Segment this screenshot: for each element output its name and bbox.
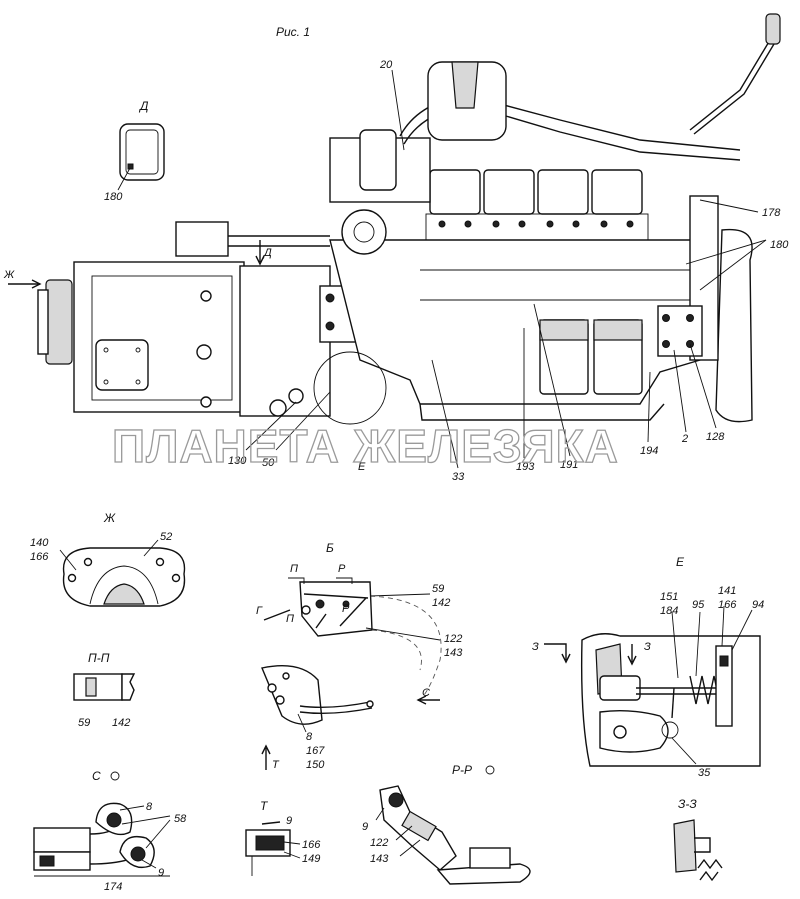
svg-text:20: 20: [379, 59, 393, 71]
svg-text:З-З: З-З: [678, 797, 697, 811]
fan-shroud: [715, 228, 753, 423]
svg-text:С: С: [422, 687, 430, 699]
svg-text:150: 150: [306, 759, 325, 771]
svg-text:180: 180: [104, 191, 123, 203]
dipstick-handle: [765, 13, 781, 45]
view-e: Е З З 151 184 95 141 166 94 35: [532, 555, 764, 779]
view-zz: З-З: [673, 797, 723, 882]
svg-text:180: 180: [770, 239, 789, 251]
svg-text:Т: Т: [260, 799, 269, 813]
view-d: Д 180: [104, 99, 165, 203]
svg-text:166: 166: [302, 839, 321, 851]
figure-title: Рис. 1: [276, 25, 310, 39]
svg-text:Д: Д: [138, 99, 149, 113]
svg-text:141: 141: [718, 585, 736, 597]
svg-text:33: 33: [452, 471, 465, 483]
svg-text:П: П: [286, 613, 294, 625]
svg-text:128: 128: [706, 431, 725, 443]
svg-text:Ж: Ж: [103, 511, 116, 525]
svg-text:Ж: Ж: [3, 269, 15, 281]
fuel-filters: [539, 319, 643, 395]
engine-mount-front: [657, 305, 703, 357]
svg-text:Г: Г: [256, 605, 263, 617]
cylinder-heads: [425, 169, 649, 241]
svg-text:184: 184: [660, 605, 678, 617]
gearbox-cover: [95, 339, 149, 391]
svg-text:8: 8: [146, 801, 153, 813]
gearbox-top-cover: [175, 221, 229, 257]
view-c: С 8 58 9 174: [33, 769, 187, 893]
svg-text:9: 9: [158, 867, 164, 879]
detail-e-callout: [313, 351, 387, 425]
svg-text:95: 95: [692, 599, 705, 611]
view-t: Т 9 166 149: [245, 799, 321, 876]
main-engine-view: Ж: [3, 13, 789, 483]
svg-text:Е: Е: [676, 555, 685, 569]
view-zh: Ж 140 166 52: [30, 511, 186, 607]
svg-text:149: 149: [302, 853, 320, 865]
svg-text:122: 122: [444, 633, 462, 645]
svg-text:59: 59: [78, 717, 90, 729]
svg-text:Р: Р: [338, 563, 346, 575]
drive-flange: [45, 279, 73, 365]
svg-text:143: 143: [444, 647, 463, 659]
svg-text:9: 9: [286, 815, 292, 827]
svg-text:8: 8: [306, 731, 313, 743]
svg-text:166: 166: [30, 551, 49, 563]
turbocharger: [341, 209, 387, 255]
svg-text:З: З: [644, 641, 651, 653]
svg-text:58: 58: [174, 813, 187, 825]
svg-text:С: С: [92, 769, 101, 783]
svg-text:166: 166: [718, 599, 737, 611]
svg-text:50: 50: [262, 457, 275, 469]
svg-text:194: 194: [640, 445, 658, 457]
svg-text:178: 178: [762, 207, 781, 219]
svg-text:140: 140: [30, 537, 49, 549]
svg-text:193: 193: [516, 461, 535, 473]
svg-text:9: 9: [362, 821, 368, 833]
svg-text:167: 167: [306, 745, 325, 757]
watermark-text: ПЛАНЕТА ЖЕЛЕЗЯКА: [112, 420, 619, 472]
svg-text:З: З: [532, 641, 539, 653]
view-b: Б П Р Г П Р 59 142 122 143 С 8 167: [256, 541, 463, 771]
svg-text:142: 142: [112, 717, 130, 729]
svg-text:130: 130: [228, 455, 247, 467]
svg-text:94: 94: [752, 599, 764, 611]
svg-text:Р: Р: [342, 603, 350, 615]
svg-text:П-П: П-П: [88, 651, 110, 665]
svg-text:191: 191: [560, 459, 578, 471]
svg-text:142: 142: [432, 597, 450, 609]
svg-text:Р-Р: Р-Р: [452, 763, 472, 777]
svg-text:Т: Т: [272, 759, 280, 771]
svg-text:143: 143: [370, 853, 389, 865]
svg-text:Д: Д: [262, 247, 272, 259]
svg-text:122: 122: [370, 837, 388, 849]
timing-cover: [689, 195, 719, 361]
svg-text:Б: Б: [326, 541, 334, 555]
engine-block: [329, 239, 701, 405]
svg-text:174: 174: [104, 881, 122, 893]
svg-text:52: 52: [160, 531, 172, 543]
svg-text:Е: Е: [358, 461, 366, 473]
view-pp: П-П 59 142: [73, 651, 136, 729]
clutch-housing: [239, 265, 331, 417]
svg-text:59: 59: [432, 583, 444, 595]
svg-text:П: П: [290, 563, 298, 575]
svg-text:151: 151: [660, 591, 678, 603]
svg-text:2: 2: [681, 433, 688, 445]
svg-text:35: 35: [698, 767, 711, 779]
view-rr: Р-Р 9 122 143: [362, 763, 531, 885]
